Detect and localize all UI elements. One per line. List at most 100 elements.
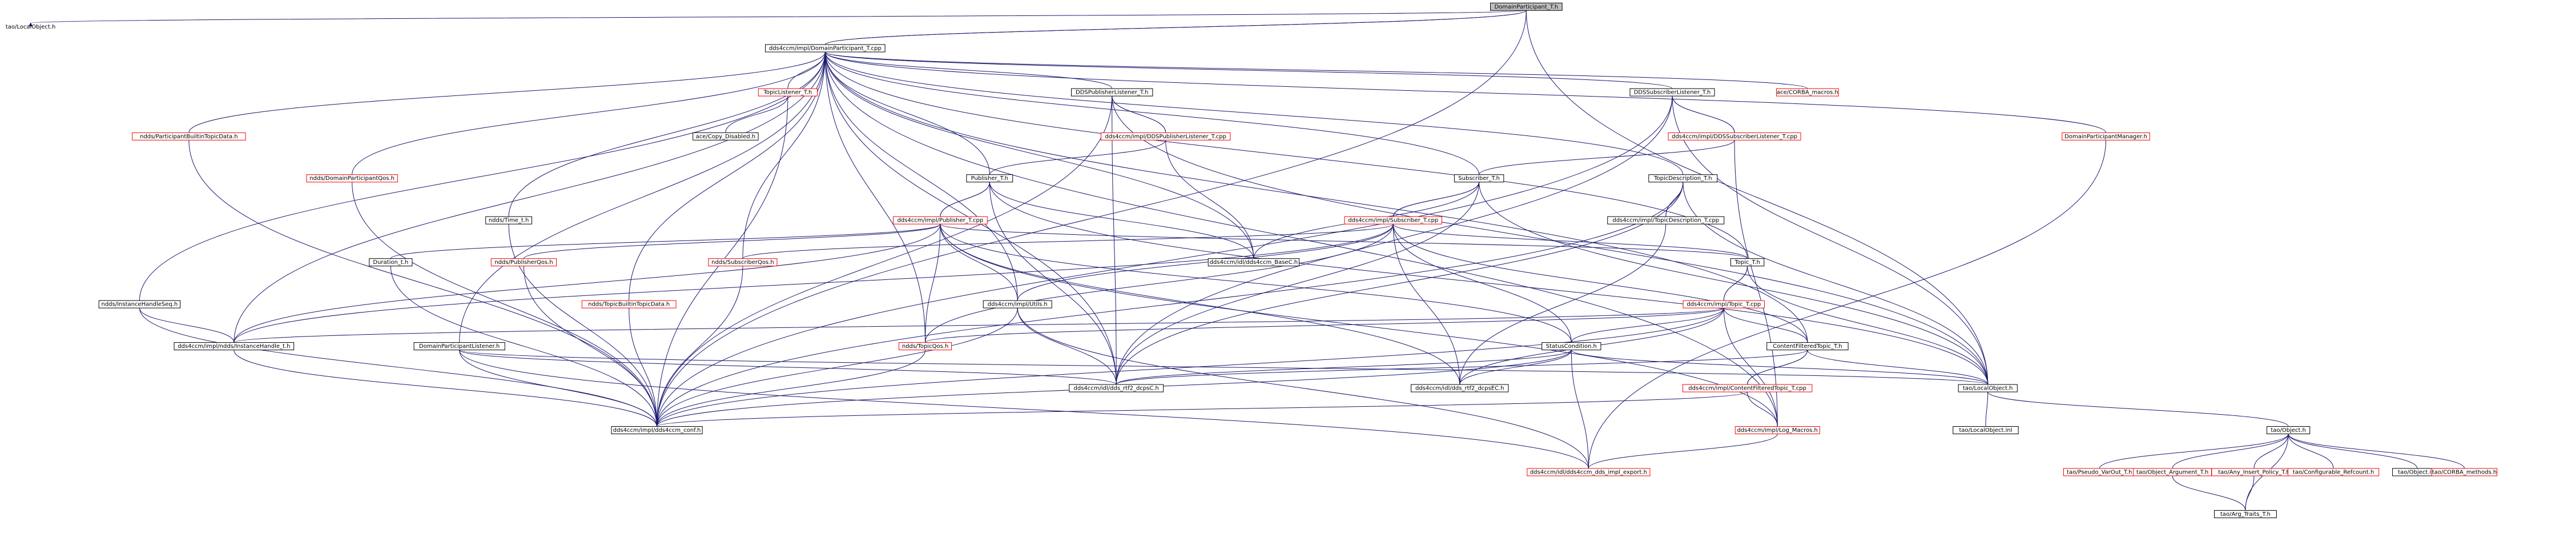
edge-status-condition-to-dds4ccm-export [1571,350,1588,468]
edge-topic-desc-h-to-tao-localobject-h [1683,182,1988,384]
node-dds4ccm-conf[interactable]: dds4ccm/impl/dds4ccm_conf.h [611,426,703,435]
node-dds-pub-listener-h[interactable]: DDSPublisherListener_T.h [1070,88,1153,97]
node-topic-h[interactable]: Topic_T.h [1730,258,1765,267]
edge-dp-cpp-to-dp-listener [460,51,826,343]
node-tao-object-argument[interactable]: tao/Object_Argument_T.h [2133,468,2212,476]
node-label: tao/Any_Insert_Policy_T.h [2218,469,2290,475]
node-label: DomainParticipantManager.h [2064,134,2147,140]
node-tao-configurable-refcount[interactable]: tao/Configurable_Refcount.h [2288,468,2380,476]
node-box [2288,468,2380,476]
node-box [1648,174,1718,183]
node-label: ace/Copy_Disabled.h [696,134,755,140]
edge-dp-listener-to-dds-rtf2-dcpsc [459,350,1117,384]
edge-dds-pub-listener-cpp-to-dds-pub-listener-h [1112,96,1166,133]
edge-subscriber-cpp-to-instance-handle-t [234,224,1394,342]
node-label: TopicDescription_T.h [1653,175,1712,182]
node-subscriber-qos[interactable]: ndds/SubscriberQos.h [708,258,778,267]
edge-subscriber-qos-to-dds4ccm-conf [657,266,743,427]
node-instance-handle-t[interactable]: dds4ccm/impl/ndds/InstanceHandle_t.h [174,342,295,351]
node-dp-cpp[interactable]: dds4ccm/impl/DomainParticipant_T.cpp [765,44,886,53]
node-label: Topic_T.h [1734,259,1760,266]
node-instance-handle-seq[interactable]: ndds/InstanceHandleSeq.h [98,300,181,308]
node-topic-cpp[interactable]: dds4ccm/impl/Topic_T.cpp [1683,300,1765,308]
edge-tao-object-h-to-tao-object-inl [2288,434,2417,468]
node-duration-t[interactable]: Duration_t.h [369,258,413,267]
node-dp-listener[interactable]: DomainParticipantListener.h [413,342,505,351]
node-ace-corba-macros[interactable]: ace/CORBA_macros.h [1776,88,1839,97]
node-label: tao/LocalObject.inl [1959,427,2012,434]
node-cft-cpp[interactable]: dds4ccm/impl/ContentFilteredTopic_T.cpp [1682,384,1813,392]
edge-topic-cpp-to-topic-qos [925,307,1724,342]
node-topic-desc-h[interactable]: TopicDescription_T.h [1648,174,1718,183]
edge-subscriber-cpp-to-cft-h [1392,224,1808,342]
node-topic-listener[interactable]: TopicListener_T.h [758,88,818,97]
node-subscriber-h[interactable]: Subscriber_T.h [1454,174,1504,183]
node-box [1208,258,1299,267]
edge-dp-cpp-to-dds-pub-listener-h [824,51,1112,89]
node-topic-builtin[interactable]: ndds/TopicBuiltinTopicData.h [581,300,677,308]
node-dds-pub-listener-cpp[interactable]: dds4ccm/impl/DDSPublisherListener_T.cpp [1100,132,1231,141]
edge-log-macros-to-dds4ccm-export [1588,434,1778,468]
edge-dds-sub-listener-cpp-to-subscriber-h [1479,140,1735,174]
node-label: dds4ccm/impl/DDSPublisherListener_T.cpp [1105,134,1226,140]
edge-publisher-cpp-to-publisher-h [940,182,989,217]
node-tao-pseudo-varout[interactable]: tao/Pseudo_VarOut_T.h [2063,468,2136,476]
node-box [2431,468,2498,476]
node-label: Publisher_T.h [971,175,1008,182]
node-tao-localobject-h[interactable]: tao/LocalObject.h [1958,384,2018,392]
node-dp-qos[interactable]: ndds/DomainParticipantQos.h [306,174,398,183]
node-cft-h[interactable]: ContentFilteredTopic_T.h [1766,342,1849,351]
edge-status-condition-to-dds-rtf2-dcpsec [1460,350,1572,384]
edge-participant-builtin-to-dds4ccm-conf [188,140,657,426]
edge-topic-qos-to-dds4ccm-conf [657,350,926,427]
node-tao-object-h[interactable]: tao/Object.h [2267,426,2311,435]
edge-topic-desc-cpp-to-dds-rtf2-dcpsec [1460,224,1667,384]
node-tao-corba-methods[interactable]: tao/CORBA_methods.h [2431,468,2498,476]
node-box [1734,426,1820,435]
node-ace-copy-disabled[interactable]: ace/Copy_Disabled.h [693,132,759,141]
node-dp-manager[interactable]: DomainParticipantManager.h [2062,132,2150,141]
node-publisher-cpp[interactable]: dds4ccm/impl/Publisher_T.cpp [892,216,988,225]
node-label: DDSPublisherListener_T.h [1076,90,1148,96]
edge-dds-pub-listener-cpp-to-dds4ccm-base [1165,140,1254,258]
node-log-macros[interactable]: dds4ccm/impl/Log_Macros.h [1734,426,1820,435]
node-participant-builtin[interactable]: ndds/ParticipantBuiltinTopicData.h [132,132,246,141]
node-label: tao/Object.h [2271,427,2306,434]
node-dds-rtf2-dcpsc[interactable]: dds4ccm/idl/dds_rtf2_dcpsC.h [1069,384,1164,392]
node-publisher-h[interactable]: Publisher_T.h [966,174,1013,183]
node-dds-rtf2-dcpsec[interactable]: dds4ccm/idl/dds_rtf2_dcpsEC.h [1411,384,1509,392]
node-box [2214,510,2277,518]
node-box [1766,342,1849,351]
node-publisher-qos[interactable]: ndds/PublisherQos.h [490,258,557,267]
node-tao-localobject-inl[interactable]: tao/LocalObject.inl [1953,426,2019,435]
node-box [2267,426,2311,435]
node-topic-desc-cpp[interactable]: dds4ccm/impl/TopicDescription_T.cpp [1607,216,1725,225]
node-status-condition[interactable]: StatusCondition.h [1541,342,1601,351]
node-tao-arg-traits[interactable]: tao/Arg_Traits_T.h [2214,510,2277,518]
node-tao-any-insert[interactable]: tao/Any_Insert_Policy_T.h [2211,468,2297,476]
node-topic-qos[interactable]: ndds/TopicQos.h [899,342,952,351]
edge-topic-builtin-to-dds4ccm-conf [629,308,657,426]
node-time-t[interactable]: ndds/Time_t.h [485,216,533,225]
edge-subscriber-cpp-to-subscriber-qos [743,223,1394,258]
edge-dp-cpp-to-dds-sub-listener-h [824,51,1672,89]
node-box [1668,132,1801,141]
edge-utils-h-to-dds4ccm-conf [657,308,1018,426]
node-box [983,300,1052,308]
node-label: tao/LocalObject.h [1963,386,2013,392]
node-label: ndds/Time_t.h [489,218,529,224]
node-box [611,426,703,435]
node-utils-h[interactable]: dds4ccm/impl/Utils.h [983,300,1052,308]
node-dds-sub-listener-cpp[interactable]: dds4ccm/impl/DDSSubscriberListener_T.cpp [1668,132,1801,141]
node-dds4ccm-base[interactable]: dds4ccm/idl/dds4ccm_BaseC.h [1208,258,1299,267]
node-dds-sub-listener-h[interactable]: DDSSubscriberListener_T.h [1629,88,1715,97]
edge-dp-cpp-to-subscriber-h [824,51,1479,175]
node-dds4ccm-export[interactable]: dds4ccm/idl/dds4ccm_dds_impl_export.h [1527,468,1651,476]
node-root[interactable]: DomainParticipant_T.h [1490,2,1563,11]
node-label: tao/Configurable_Refcount.h [2293,469,2374,475]
edge-publisher-cpp-to-topic-qos [925,224,941,342]
node-label: dds4ccm/impl/Topic_T.cpp [1687,302,1761,308]
node-label: dds4ccm/idl/dds_rtf2_dcpsEC.h [1415,386,1504,392]
node-subscriber-cpp[interactable]: dds4ccm/impl/Subscriber_T.cpp [1344,216,1442,225]
node-label: tao/Arg_Traits_T.h [2220,511,2271,518]
